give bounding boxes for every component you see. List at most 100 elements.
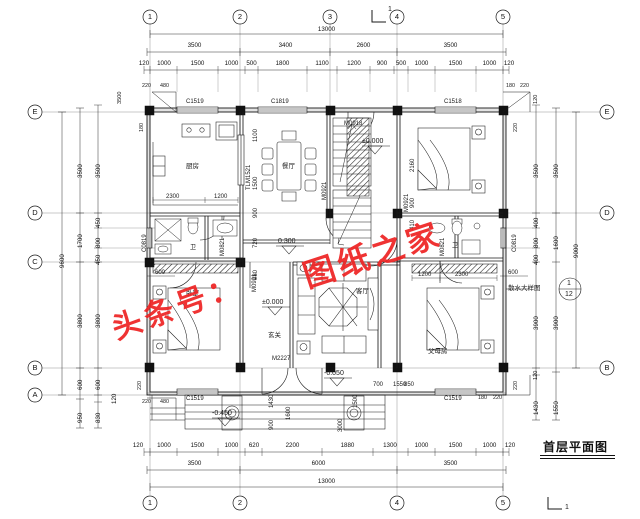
dim-top-detail-14: 120 bbox=[503, 60, 515, 67]
dim-right-outer-2: 1600 bbox=[553, 236, 560, 250]
dim-bottom-detail-6: 2200 bbox=[285, 442, 300, 449]
dim-left-extra-3: 120 bbox=[111, 393, 118, 404]
wall-dim-180-tr: 180 bbox=[506, 83, 515, 89]
room-label-dining-room: 餐厅 bbox=[282, 162, 295, 170]
door-tag-m0821-right: M0821 bbox=[440, 237, 446, 256]
dim-top-overall: 13000 bbox=[317, 26, 336, 33]
dim-bottom-detail-11: 1000 bbox=[482, 442, 497, 449]
dim-bottom-bay-2: 6000 bbox=[311, 460, 326, 467]
room-label-parents-room: 父母房 bbox=[428, 347, 448, 355]
window-tag-c1519-bot-left: C1519 bbox=[186, 396, 204, 402]
dim-left-inner-2: 450 bbox=[95, 217, 102, 228]
dim-top-bay-2: 3400 bbox=[278, 42, 293, 49]
interior-dim-900: 900 bbox=[253, 207, 259, 218]
dim-right-inner-4: 400 bbox=[533, 254, 540, 265]
dim-top-detail-5: 500 bbox=[246, 60, 257, 67]
door-tag-m2227-entry: M2227 bbox=[272, 356, 291, 362]
window-tag-c0819-right: C0819 bbox=[512, 234, 518, 252]
grid-label-h-2-bottom: 2 bbox=[237, 498, 243, 507]
dim-top-bay-4: 3500 bbox=[443, 42, 458, 49]
interior-dim-2160: 2160 bbox=[410, 158, 416, 172]
wall-dim-220-vbr: 220 bbox=[513, 381, 519, 390]
interior-dim-3000: 3000 bbox=[338, 418, 344, 432]
dim-left-wallthk: 3500 bbox=[117, 91, 123, 104]
door-tag-m0921-hall: M0921 bbox=[322, 181, 328, 200]
elevation-entry-hall: ±0.000 bbox=[262, 299, 284, 306]
dim-left-overall: 9600 bbox=[59, 254, 66, 268]
dim-right-inner-3: 800 bbox=[533, 237, 540, 248]
dim-bottom-detail-1: 120 bbox=[132, 442, 144, 449]
elevation-stair: ±0.000 bbox=[362, 138, 384, 145]
dim-top-detail-13: 1000 bbox=[482, 60, 497, 67]
dim-top-detail-7: 1100 bbox=[315, 60, 329, 67]
dim-left-inner-3: 800 bbox=[95, 237, 102, 248]
wall-dim-220-bl: 220 bbox=[142, 399, 151, 405]
interior-dim-1600: 1600 bbox=[286, 406, 292, 420]
window-tag-c1518-top-right: C1518 bbox=[444, 99, 462, 105]
dim-right-overall: 9000 bbox=[573, 244, 580, 258]
dim-top-detail-12: 1500 bbox=[448, 60, 463, 67]
interior-dim-parents-2300: 2300 bbox=[455, 272, 469, 278]
dim-bottom-detail-10: 1500 bbox=[448, 442, 463, 449]
grid-label-v-A: A bbox=[32, 390, 38, 399]
interior-dim-right-600: 600 bbox=[508, 270, 519, 276]
dim-left-inner-6: 600 bbox=[95, 379, 102, 390]
dim-right-inner-5: 3900 bbox=[533, 316, 540, 330]
elevation-corridor: 0.300 bbox=[278, 238, 296, 245]
grid-label-h-5-bottom: 5 bbox=[500, 498, 506, 507]
dim-right-extra-2: 1550 bbox=[553, 401, 560, 415]
interior-dim-1430: 1430 bbox=[269, 394, 275, 408]
interior-dim-980: 980 bbox=[253, 269, 259, 280]
dim-bottom-detail-12: 120 bbox=[504, 442, 516, 449]
interior-dim-1500: 1500 bbox=[253, 176, 259, 190]
dim-top-detail-11: 1000 bbox=[414, 60, 429, 67]
dim-left-extra-2: 830 bbox=[95, 412, 102, 423]
room-label-living-room: 客厅 bbox=[356, 287, 369, 295]
dim-left-inner-1: 3500 bbox=[95, 164, 102, 178]
window-tag-c1819-top-mid: C1819 bbox=[271, 99, 289, 105]
grid-label-v-E: E bbox=[32, 107, 38, 116]
room-label-entry-hall: 玄关 bbox=[268, 331, 281, 339]
dim-left-inner-5: 3800 bbox=[95, 314, 102, 328]
dim-top-bay-3: 2600 bbox=[356, 42, 371, 49]
dim-right-wallthk: 120 bbox=[533, 94, 539, 104]
interior-dim-left-600: 600 bbox=[155, 270, 166, 276]
dim-top-detail-8: 1200 bbox=[347, 60, 361, 67]
grid-label-h-1-bottom: 1 bbox=[147, 498, 153, 507]
interior-dim-700: 700 bbox=[373, 382, 384, 388]
window-tag-c1519-top-left: C1519 bbox=[186, 99, 204, 105]
dim-top-detail-10: 500 bbox=[395, 60, 407, 67]
wall-dim-480-bl: 480 bbox=[160, 399, 169, 405]
grid-label-h-5: 5 bbox=[500, 12, 506, 21]
window-tag-c0819-left: C0819 bbox=[142, 234, 148, 252]
interior-dim-900c: 900 bbox=[269, 419, 275, 430]
dim-bottom-detail-4: 1000 bbox=[224, 442, 239, 449]
dim-left-outer-1: 3500 bbox=[77, 164, 84, 178]
interior-dim-410: 410 bbox=[410, 219, 416, 230]
interior-dim-parents-1200: 1200 bbox=[418, 272, 432, 278]
grid-label-v-E-right: E bbox=[604, 107, 610, 116]
grid-label-h-4: 4 bbox=[394, 12, 400, 21]
wall-dim-180-vl: 180 bbox=[139, 123, 145, 132]
room-label-bedroom-left: 卧室 bbox=[186, 289, 199, 297]
interior-dim-1100: 1100 bbox=[253, 129, 259, 142]
dim-top-detail-4: 1000 bbox=[224, 60, 239, 67]
dim-right-extra-1: 1430 bbox=[533, 401, 540, 415]
drawing-title-rule bbox=[540, 455, 615, 459]
dim-right-outer-3: 3900 bbox=[553, 316, 560, 330]
detail-callout-bubble-top: 1 bbox=[567, 280, 571, 287]
dim-left-outer-3: 3800 bbox=[77, 314, 84, 328]
room-label-kitchen: 厨房 bbox=[186, 162, 199, 170]
dim-bottom-detail-9: 1000 bbox=[414, 442, 429, 449]
grid-label-h-3: 3 bbox=[327, 12, 333, 21]
drawing-title: 首层平面图 bbox=[543, 440, 609, 454]
interior-dim-720: 720 bbox=[253, 237, 259, 248]
wall-dim-220-vr: 220 bbox=[513, 123, 519, 132]
wall-dim-480-tl: 480 bbox=[160, 83, 169, 89]
dim-bottom-detail-2: 1000 bbox=[157, 442, 171, 449]
elevation-porch: -0.050 bbox=[324, 370, 344, 377]
grid-label-h-2: 2 bbox=[237, 12, 243, 21]
wall-dim-220-br: 220 bbox=[493, 395, 502, 401]
door-tag-tlm1521: TLM1521 bbox=[246, 164, 252, 190]
